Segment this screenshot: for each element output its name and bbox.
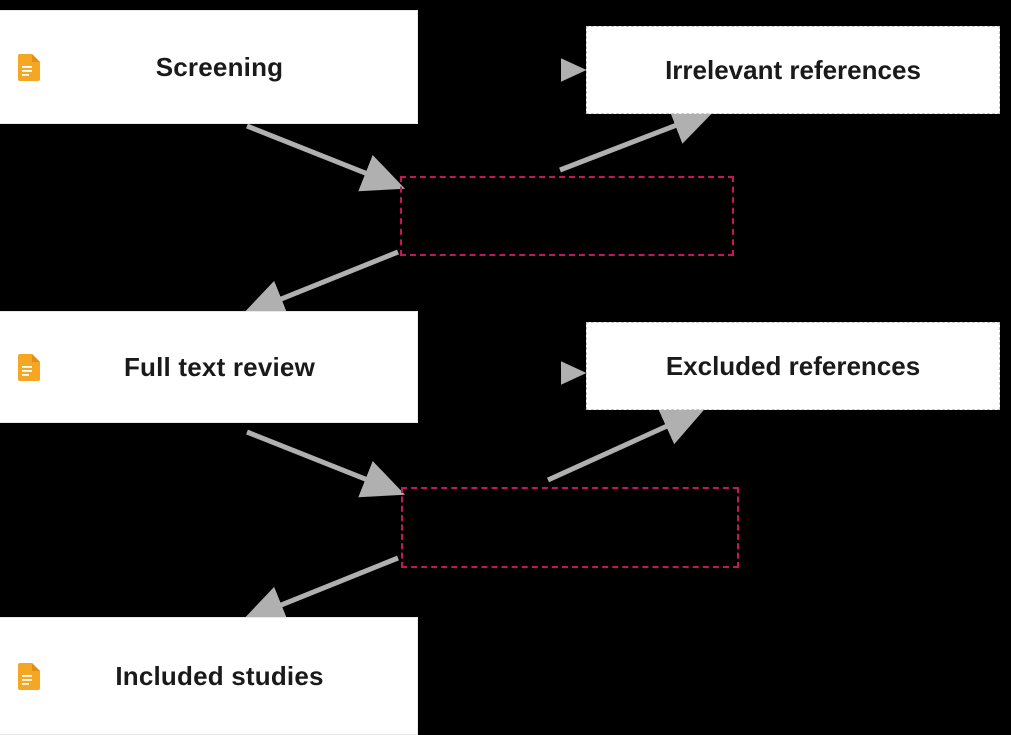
outcome-box-excluded-references[interactable]: Excluded references [586,322,1000,410]
decision-box-bottom[interactable] [401,487,739,568]
arrow-decision-top-to-irrelevant [559,107,715,173]
stage-card-full-text-review[interactable]: Full text review [0,311,418,423]
document-icon [18,53,40,81]
document-icon [18,353,40,381]
stage-card-screening[interactable]: Screening [0,10,418,124]
outcome-label-excluded-references: Excluded references [665,350,921,381]
outcome-box-irrelevant-references[interactable]: Irrelevant references [586,26,1000,114]
document-icon [18,662,40,690]
stage-label-included-studies: Included studies [115,660,324,691]
arrow-decision-top-to-full-text [242,249,399,318]
arrow-full-text-to-decision-bottom [246,429,405,498]
stage-card-included-studies[interactable]: Included studies [0,617,418,735]
arrow-decision-bottom-to-excluded [546,408,705,483]
decision-box-top[interactable] [400,176,734,256]
arrow-decision-bottom-to-included [242,555,399,624]
stage-label-full-text-review: Full text review [123,351,316,382]
stage-label-screening: Screening [155,51,284,82]
outcome-label-irrelevant-references: Irrelevant references [665,54,921,85]
arrow-screening-to-decision-top [246,123,405,192]
